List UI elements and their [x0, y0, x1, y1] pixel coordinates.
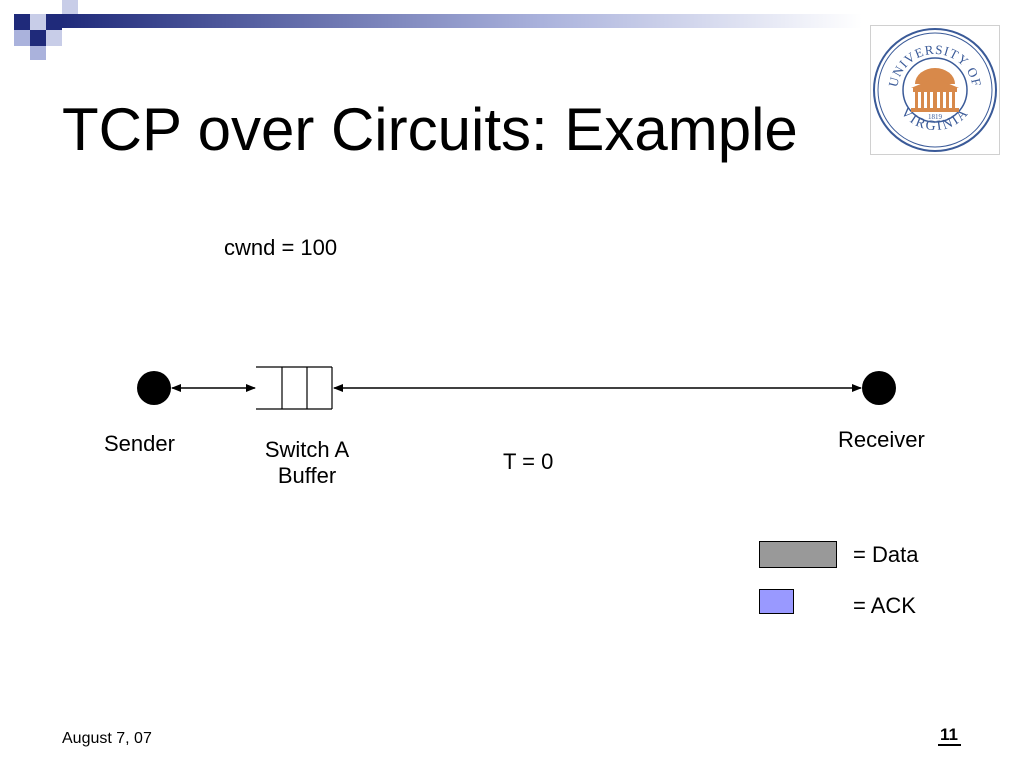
page-number: 11 [940, 725, 958, 744]
decor-square [30, 14, 46, 30]
slide-title: TCP over Circuits: Example [62, 96, 798, 163]
decor-square [30, 46, 46, 60]
receiver-node [862, 371, 896, 405]
header-gradient-band [62, 14, 862, 28]
sender-label: Sender [104, 431, 175, 456]
header-decoration [14, 0, 862, 60]
switch-buffer-label-line1: Switch A [264, 437, 350, 462]
switch-a-buffer [256, 366, 333, 410]
cwnd-label: cwnd = 100 [224, 235, 338, 260]
logo-frame: UNIVERSITY OF VIRGINIA 1819 [870, 25, 1000, 155]
rotunda-icon [911, 68, 959, 112]
page-number-underline [938, 744, 961, 746]
decor-square [46, 14, 62, 30]
footer-date: August 7, 07 [62, 730, 152, 747]
switch-buffer-label: Switch A Buffer [248, 437, 366, 489]
decor-square [46, 30, 62, 46]
university-seal-logo: UNIVERSITY OF VIRGINIA 1819 [873, 28, 997, 152]
decor-square [14, 14, 30, 30]
decor-square [14, 30, 30, 46]
legend-data-label: = Data [853, 542, 919, 567]
seal-year: 1819 [928, 113, 943, 121]
time-label: T = 0 [503, 449, 554, 474]
receiver-label: Receiver [838, 427, 925, 452]
legend-ack-label: = ACK [853, 593, 916, 618]
decor-square [30, 30, 46, 46]
decor-square [62, 0, 78, 14]
legend-ack-swatch [759, 589, 794, 614]
sender-node [137, 371, 171, 405]
legend-data-swatch [759, 541, 837, 568]
switch-buffer-label-line2: Buffer [277, 463, 337, 488]
